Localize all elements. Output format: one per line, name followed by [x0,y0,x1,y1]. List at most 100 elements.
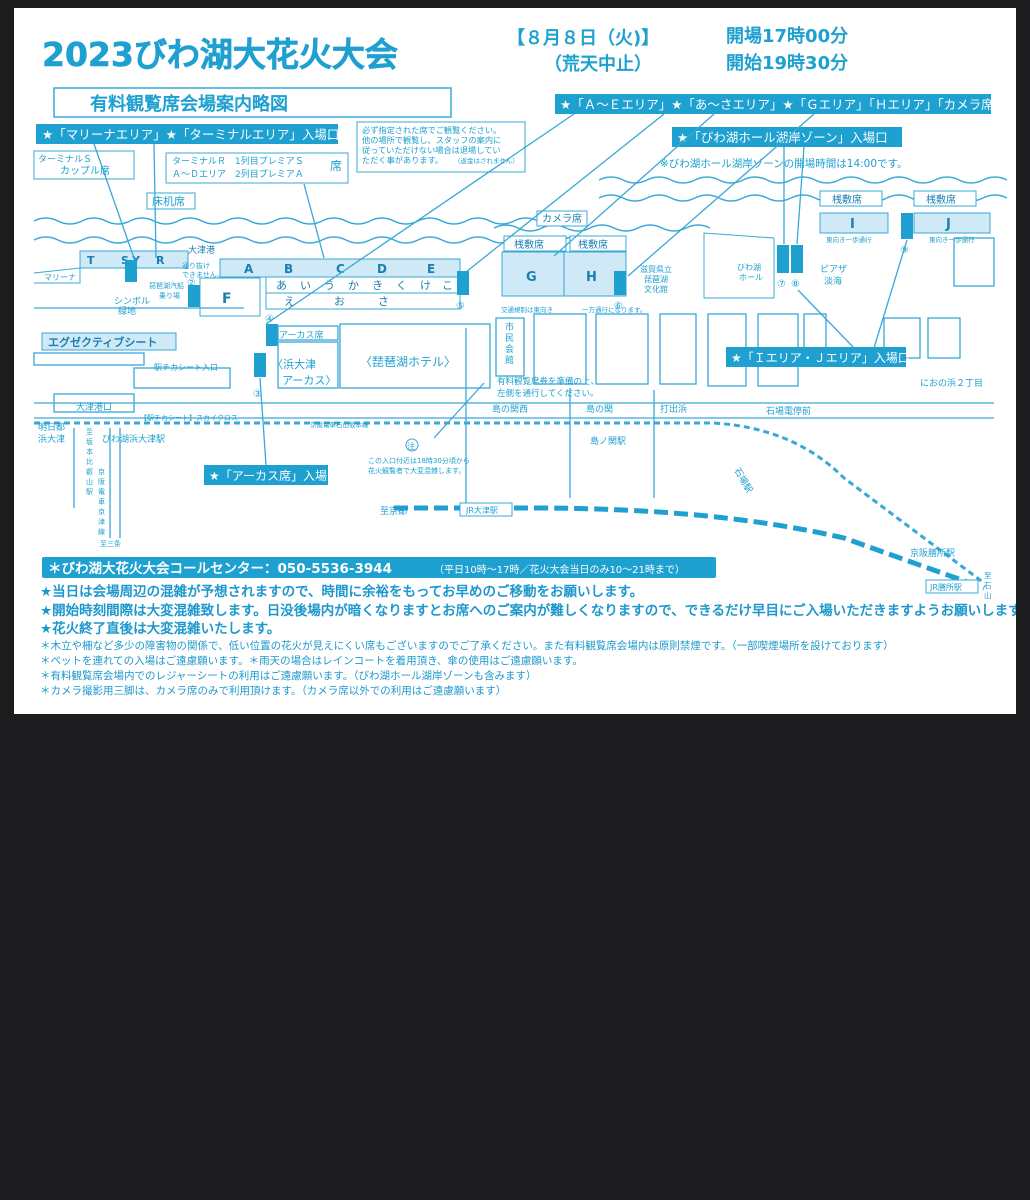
ishiba-st: 石場駅 [731,466,755,495]
entrance-3: ③ [253,389,262,400]
to-ishiyama-2: 石 [984,581,992,590]
sajiki-4-box [913,190,977,207]
eki-chika: 【駅チカシート】スカイクロス [140,414,238,422]
sajiki-1: 桟敷席 [514,238,544,251]
pointer-lines [93,113,908,466]
area-c: C [336,262,345,276]
terminal-s-couple: カップル席 [60,164,110,177]
caution-circle [405,438,419,452]
shimanoseki-st: 島ノ関駅 [590,435,626,447]
open-time: 開場17時00分 [726,26,848,47]
entrance-1: ① [124,264,133,275]
notes: ★当日は会場周辺の混雑が予想されますので、時間に余裕をもってお早めのご移動をお願… [40,583,1016,699]
terminal-r-label: ターミナルＲ 1列目プレミアＳ [172,155,304,167]
bunka-3: 文化館 [644,284,668,294]
ishiba-stop: 石場電停前 [766,405,811,417]
title: 2023びわ湖大花火大会 [42,35,398,74]
jr-rail [394,505,985,591]
entrance-2: ② [187,278,196,289]
entrance-8-tag [791,245,803,273]
entrance-1-tag [125,260,137,282]
traffic-2: 一方通行になります。 [582,305,646,314]
small-note-2: ＊ペットを連れての入場はご遠慮願います。＊雨天の場合はレインコートを着用頂き、傘… [40,654,583,667]
streets [33,237,995,538]
zezeji: 京阪膳所駅 [910,547,955,559]
to-ishiyama-3: 山 [984,590,992,600]
to-kyoto: 至京都 [380,505,407,517]
area-ko-kana: こ [442,279,453,292]
small-note-1: ＊木立や柵など多少の障害物の関係で、低い位置の花火が見えにくい席もございますので… [40,639,894,652]
to-hieizan-5: 叡 [86,467,93,476]
camera-label: カメラ席 [542,212,582,225]
area-ku-kana: く [396,279,407,292]
map-sheet: 2023びわ湖大花火大会 【８月８日（火)】 （荒天中止） 開場17時00分 開… [14,8,1016,714]
jr-otsu-box [459,502,513,517]
entrance-8: ⑧ [791,279,800,290]
sajiki-4: 桟敷席 [926,193,956,206]
piazza-1: ピアザ [820,264,847,275]
note-3: ★花火終了直後は大変混雑いたします。 [40,621,281,637]
entrance-5-tag [457,271,469,295]
row-kana-2-labels: え お さ [284,295,389,308]
seat-notice-1: 必ず指定された席でご観覧ください。 [362,125,501,135]
seat-notice-box [356,121,526,173]
to-hieizan-1: 至 [86,428,93,436]
marina-label: マリーナ [44,273,76,282]
to-ishiyama-1: 至 [984,571,992,580]
to-hieizan-6: 山 [86,477,93,486]
sajiki-2: 桟敷席 [578,238,608,251]
tori-nuke-1: 通り抜け [182,261,210,270]
marina-terminal-banner [36,124,338,144]
uchidehama: 打出浜 [660,403,687,415]
arcas-label: ★「アーカス席」入場口 [209,468,339,483]
callcenter-hours: （平日10時～17時／花火大会当日のみ10～21時まで） [434,563,685,576]
callcenter-banner [42,557,716,578]
terminal-r-area: Ａ～Ｄエリア 2列目プレミアＡ [172,168,304,180]
area-b: B [284,262,293,276]
otsukoguchi: 大津港口 [76,401,112,413]
symbol-2: 緑地 [118,305,136,317]
area-j: J [945,217,951,232]
hall-2: ホール [739,273,763,282]
entrance-6-tag [614,271,626,295]
area-i: I [850,217,855,232]
area-t: T [87,254,95,267]
arcas-banner [204,465,328,485]
terminal-r-seat: 席 [330,158,342,173]
event-date: 【８月８日（火)】 [507,28,659,49]
sajiki-3-box [819,190,883,207]
sajiki-1-box [503,235,567,252]
terminal-s-label: ターミナルＳ [38,154,92,165]
area-f: F [222,291,232,307]
traffic-1: 交通規制は東向き [501,305,553,314]
keishin-4: 車 [98,497,105,506]
ij-label: ★「Ｉエリア・Ｊエリア」入場口 [731,351,910,365]
to-hieizan-2: 坂 [86,437,93,446]
marina-pier [33,267,81,284]
tori-nuke-2: できません。 [182,271,224,279]
nionohama: におの浜２丁目 [920,378,983,389]
biwako-hall-shape [703,232,775,299]
area-o-kana: お [334,295,345,308]
entrance-9: ⑨ [900,245,909,256]
otsu-port: 大津港 [188,244,215,256]
note-2: ★開始時刻間際は大変混雑致します。日没後場内が暗くなりますとお席へのご案内が難し… [40,602,1016,619]
keishin-2: 阪 [98,477,105,486]
small-note-4: ＊カメラ撮影用三脚は、カメラ席のみで利用頂けます。（カメラ席以外での利用はご遠慮… [40,684,507,697]
area-i-kana: い [300,279,311,292]
shimin-kaikan: 市 民 会 館 [505,321,514,366]
entrance-3-tag [254,353,266,377]
sajiki-2-box [569,235,627,252]
area-ka-kana: か [348,279,359,292]
executive-box [41,332,177,351]
seat-notice-2: 他の場所で観覧し、スタッフの案内に [362,135,501,145]
shimin-kaikan-1: 市 [505,321,514,333]
area-a: A [244,262,254,276]
ij-banner [726,347,906,367]
jr-otsu: JR大津駅 [465,505,498,515]
oneway-1: 東向き一歩通行 [826,235,872,244]
kisen-1: 琵琶湖汽船 [149,281,184,290]
entrance-5: ⑤ [456,301,465,312]
to-hieizan-7: 駅 [86,488,93,496]
entrance-2-tag [188,285,200,307]
